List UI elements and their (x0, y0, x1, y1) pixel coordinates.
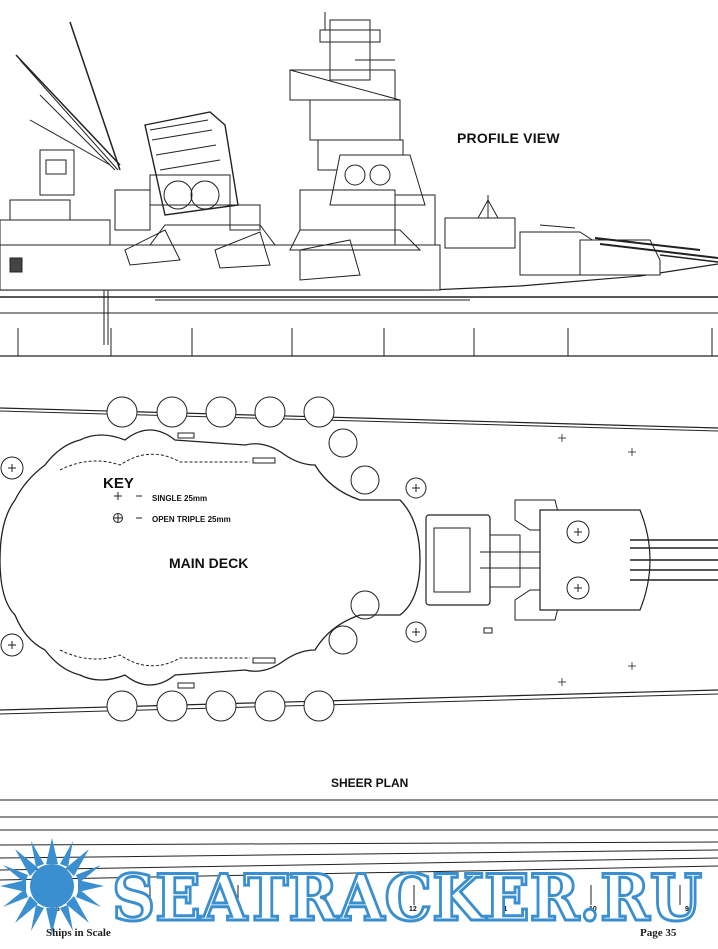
frame-number: 11 (500, 906, 508, 913)
main-deck-title: MAIN DECK (169, 555, 249, 571)
main-deck-drawing (0, 396, 718, 722)
frame-number: 10 (589, 906, 597, 913)
key-title: KEY (103, 475, 134, 492)
footer-page-number: Page 35 (640, 927, 677, 939)
footer-publication: Ships in Scale (46, 927, 111, 939)
frame-number: 16 (52, 906, 60, 913)
profile-view-title: PROFILE VIEW (457, 130, 560, 146)
profile-view-drawing (0, 12, 718, 357)
frame-number: 13 (318, 906, 326, 913)
key-single-25mm-label: SINGLE 25mm (152, 494, 208, 503)
frame-number: 14 (230, 906, 238, 913)
open-triple-25mm-symbol (113, 513, 123, 523)
sheer-plan-drawing (0, 799, 718, 905)
frame-number: 9 (685, 906, 689, 913)
sheer-plan-title: SHEER PLAN (331, 776, 409, 790)
frame-number: 12 (409, 906, 417, 913)
key-open-triple-25mm-label: OPEN TRIPLE 25mm (152, 515, 231, 524)
frame-number: 15 (142, 906, 150, 913)
